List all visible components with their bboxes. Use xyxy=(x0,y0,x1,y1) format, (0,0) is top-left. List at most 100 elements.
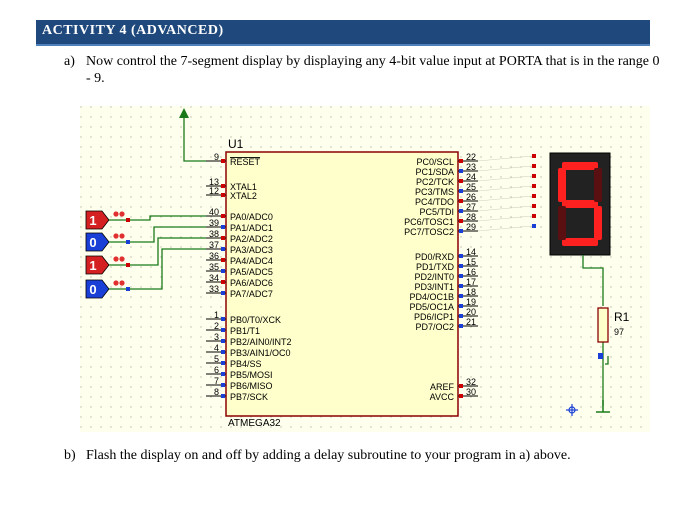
chip-right-pin-name: PD1/TXD xyxy=(416,262,455,272)
logic-input-pin-state xyxy=(126,287,130,291)
chip-left-pin-name: PB4/SS xyxy=(230,359,262,369)
portc-wire xyxy=(477,155,533,162)
logic-input-toggle[interactable] xyxy=(85,279,110,299)
chip-left-pin-number: 38 xyxy=(209,229,219,239)
display-connector-pin xyxy=(532,184,536,188)
chip-right-pin-name: PD7/OC2 xyxy=(415,322,454,332)
chip-right-pin-state xyxy=(459,169,463,173)
portc-wire xyxy=(477,215,533,222)
chip-left-pin-name: XTAL2 xyxy=(230,191,257,201)
chip-right-pin-number: 27 xyxy=(466,202,476,212)
logic-input-toggle[interactable] xyxy=(85,255,110,275)
chip-right-pin-number: 18 xyxy=(466,287,476,297)
chip-left-pin-state xyxy=(221,328,225,332)
chip-left-pin-state xyxy=(221,225,225,229)
logic-input-toggle[interactable] xyxy=(85,232,110,252)
chip-right-pin-state xyxy=(459,189,463,193)
chip-right-pin-state xyxy=(459,264,463,268)
chip-left-pin-state xyxy=(221,184,225,188)
chip-left-pin-name: PB5/MOSI xyxy=(230,370,273,380)
power-arrow-icon xyxy=(179,108,189,118)
chip-left-pin-name: PA3/ADC3 xyxy=(230,245,273,255)
chip-right-pin-name: AVCC xyxy=(430,392,455,402)
chip-right-pin-number: 17 xyxy=(466,277,476,287)
chip-right-pin-name: PD5/OC1A xyxy=(409,302,454,312)
chip-right-pin-state xyxy=(459,304,463,308)
logic-input-value: 1 xyxy=(89,258,96,273)
display-segments xyxy=(558,162,602,246)
chip-left-pin-number: 33 xyxy=(209,284,219,294)
chip-left-pin-number: 4 xyxy=(214,343,219,353)
chip-left-pin-state xyxy=(221,383,225,387)
chip-left-pin-name: PA1/ADC1 xyxy=(230,223,273,233)
portc-wire xyxy=(477,205,533,212)
display-segment-d xyxy=(562,238,598,246)
chip-right-pin-state xyxy=(459,254,463,258)
chip-right-pin-name: PC3/TMS xyxy=(415,187,454,197)
chip-body xyxy=(225,151,459,417)
chip-left-pin-name: PB6/MISO xyxy=(230,381,273,391)
chip-right-pin-name: PC2/TCK xyxy=(416,177,454,187)
display-connector-pin xyxy=(532,214,536,218)
logic-input-led xyxy=(113,280,119,286)
chip-left-pin-state xyxy=(221,361,225,365)
chip-left-pin-state xyxy=(221,339,225,343)
chip-right-pin-name: PD3/INT1 xyxy=(414,282,454,292)
chip-right-pin-name: PD0/RXD xyxy=(415,252,455,262)
chip-right-pin-name: PC4/TDO xyxy=(415,197,454,207)
chip-right-pin-number: 15 xyxy=(466,257,476,267)
chip-ref: U1 xyxy=(228,137,244,151)
logic-input-led xyxy=(113,211,119,217)
chip-right-pin-state xyxy=(459,219,463,223)
chip-left-pin-name: PA7/ADC7 xyxy=(230,289,273,299)
display-segment-f xyxy=(558,168,566,202)
chip-left-pin-number: 37 xyxy=(209,240,219,250)
chip-left-pin-number: 12 xyxy=(209,186,219,196)
chip-left-pin-state xyxy=(221,247,225,251)
chip-left-pin-number: 6 xyxy=(214,365,219,375)
chip-left-pin-number: 5 xyxy=(214,354,219,364)
chip-left-pin-number: 40 xyxy=(209,207,219,217)
chip-right-pin-number: 14 xyxy=(466,247,476,257)
chip-left-pin-state xyxy=(221,372,225,376)
chip-right-pin-number: 23 xyxy=(466,162,476,172)
display-connector-pin xyxy=(532,174,536,178)
portc-wire xyxy=(477,225,533,232)
chip-left-pin-number: 8 xyxy=(214,387,219,397)
resistor-ref: R1 xyxy=(614,310,630,324)
logic-input-value: 0 xyxy=(89,235,96,250)
chip-left-pin-number: 36 xyxy=(209,251,219,261)
ground-icon xyxy=(596,400,610,413)
logic-input-toggle[interactable] xyxy=(85,210,110,230)
chip-left-pin-state xyxy=(221,280,225,284)
probe-icon xyxy=(566,404,578,416)
porta-wires xyxy=(132,215,206,290)
chip-right-pin-state xyxy=(459,324,463,328)
chip-left-pin-state xyxy=(221,214,225,218)
chip-left-pin-name: PB0/T0/XCK xyxy=(230,315,281,325)
chip-right-pin-name: PC5/TDI xyxy=(419,207,454,217)
chip-right-pin-name: AREF xyxy=(430,382,455,392)
chip-left-pin-state xyxy=(221,269,225,273)
portc-wire xyxy=(477,195,533,202)
chip-right-pin-state xyxy=(459,394,463,398)
display-segment-a xyxy=(562,162,598,170)
display-segment-c xyxy=(594,206,602,240)
chip-right-pin-state xyxy=(459,284,463,288)
chip-right-pin-state xyxy=(459,384,463,388)
question-a-text: Now control the 7-segment display by dis… xyxy=(86,54,660,86)
chip-left-pin-state xyxy=(221,291,225,295)
display-connector-pin xyxy=(532,194,536,198)
logic-input-pin-state xyxy=(126,263,130,267)
chip-right-pin-number: 32 xyxy=(466,377,476,387)
chip-right-pin-state xyxy=(459,209,463,213)
display-segment-g xyxy=(562,200,598,208)
chip-right-pin-name: PD2/INT0 xyxy=(414,272,454,282)
chip-right-pin-number: 26 xyxy=(466,192,476,202)
question-b-label: b) xyxy=(64,448,76,463)
chip-right-pin-state xyxy=(459,294,463,298)
display-segment-e xyxy=(558,206,566,240)
